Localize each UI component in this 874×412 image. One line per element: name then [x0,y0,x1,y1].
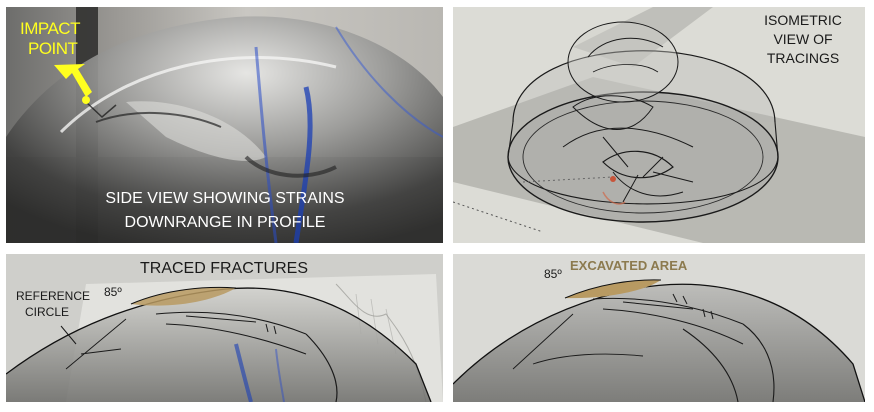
excavated-angle-label: 85º [544,267,562,281]
side-view-photo-panel: IMPACT POINT SIDE VIEW SHOWING STRAINS D… [6,7,443,243]
reference-leader-line [60,325,77,345]
traced-angle-label: 85º [104,285,122,299]
iso-caption-line-3: TRACINGS [766,50,840,66]
excavated-area-render [453,254,865,402]
excavated-wedge [131,287,236,306]
excavated-area-shape [565,279,661,299]
iso-caption-line-2: VIEW OF [773,31,833,47]
iso-caption-line-1: ISOMETRIC [764,12,842,28]
side-caption-line-1: SIDE VIEW SHOWING STRAINS [105,190,345,207]
side-view-photo [6,7,443,243]
excavated-area-panel: 85º EXCAVATED AREA [453,254,865,402]
isometric-tracing-render [453,7,865,243]
reference-circle-label: REFERENCE CIRCLE [16,288,91,320]
excavated-area-caption: EXCAVATED AREA [570,258,688,273]
side-caption-line-2: DOWNRANGE IN PROFILE [124,214,326,231]
reference-line-2: CIRCLE [24,305,69,319]
traced-fractures-caption: TRACED FRACTURES [140,260,309,277]
traced-fractures-render [6,254,443,402]
impact-marker [610,176,616,182]
isometric-view-panel: ISOMETRIC VIEW OF TRACINGS [453,7,865,243]
reference-line-1: REFERENCE [16,289,91,303]
side-view-caption: SIDE VIEW SHOWING STRAINS DOWNRANGE IN P… [90,187,360,235]
impact-arrow [54,64,92,97]
isometric-caption: ISOMETRIC VIEW OF TRACINGS [749,11,857,68]
traced-fractures-panel: TRACED FRACTURES REFERENCE CIRCLE 85º [6,254,443,402]
impact-point-label: IMPACT POINT [20,19,80,59]
impact-point-marker [82,96,90,104]
impact-label-line-1: IMPACT [20,19,80,38]
impact-label-line-2: POINT [28,39,78,58]
